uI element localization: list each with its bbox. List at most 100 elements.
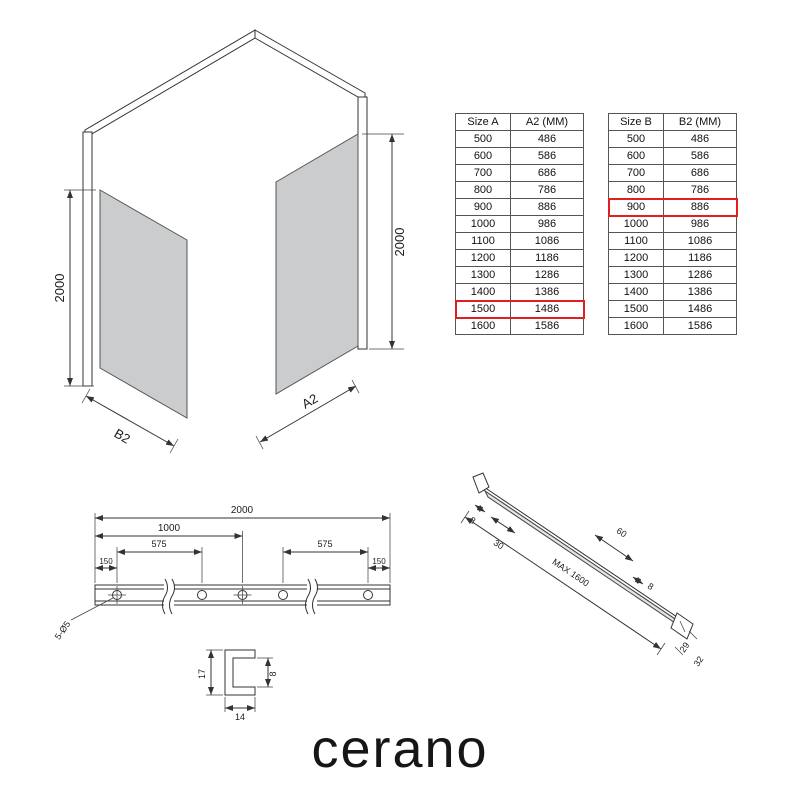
table-cell: 1500 bbox=[455, 300, 511, 318]
table-cell: 1286 bbox=[663, 266, 737, 284]
shower-dimensions: 2000 2000 B2 A2 bbox=[52, 133, 407, 454]
table-cell: 800 bbox=[608, 181, 664, 199]
table-cell: 1600 bbox=[455, 317, 511, 335]
table-cell: 800 bbox=[455, 181, 511, 199]
table-cell: 1486 bbox=[510, 300, 584, 318]
profile-rail bbox=[94, 578, 391, 615]
table-cell: 1586 bbox=[510, 317, 584, 335]
table-cell: 900 bbox=[455, 198, 511, 216]
mount-hole bbox=[197, 590, 207, 600]
table-cell: 1200 bbox=[608, 249, 664, 267]
wall-profile-drawing: 2000 1000 575 575 150 150 5-Ø5 17 8 bbox=[53, 505, 391, 722]
table-cell: 1100 bbox=[608, 232, 664, 250]
table-cell: 1600 bbox=[608, 317, 664, 335]
glass-panel-right bbox=[275, 133, 359, 395]
table-cell: 986 bbox=[510, 215, 584, 233]
dim-half-label: 1000 bbox=[158, 523, 181, 534]
table-cell: 1486 bbox=[663, 300, 737, 318]
table-cell: 1386 bbox=[510, 283, 584, 301]
table-header-cell: A2 (MM) bbox=[510, 113, 584, 131]
table-cell: 886 bbox=[663, 198, 737, 216]
table-cell: 686 bbox=[510, 164, 584, 182]
bar-end-dim-a-label: 29 bbox=[678, 640, 692, 654]
table-cell: 1000 bbox=[455, 215, 511, 233]
glass-panels bbox=[99, 133, 359, 419]
table-cell: 700 bbox=[455, 164, 511, 182]
table-header-cell: Size B bbox=[608, 113, 664, 131]
stabilizer-bar bbox=[472, 472, 694, 640]
table-cell: 700 bbox=[608, 164, 664, 182]
glass-clamp-end bbox=[472, 472, 490, 494]
table-cell: 600 bbox=[608, 147, 664, 165]
table-cell: 900 bbox=[608, 198, 664, 216]
shower-isometric-drawing: 2000 2000 B2 A2 bbox=[52, 29, 407, 454]
mount-hole bbox=[278, 590, 288, 600]
table-cell: 886 bbox=[510, 198, 584, 216]
table-cell: 600 bbox=[455, 147, 511, 165]
shower-frame bbox=[82, 29, 368, 387]
bar-end-dim-b-label: 32 bbox=[692, 654, 706, 668]
profile-dimensions: 2000 1000 575 575 150 150 5-Ø5 bbox=[53, 505, 391, 641]
dim-total-label: 2000 bbox=[231, 505, 254, 516]
table-cell: 486 bbox=[663, 130, 737, 148]
table-cell: 1086 bbox=[510, 232, 584, 250]
table-cell: 786 bbox=[510, 181, 584, 199]
table-cell: 1000 bbox=[608, 215, 664, 233]
brand-logo: cerano bbox=[311, 719, 489, 779]
dim-height-right-label: 2000 bbox=[392, 228, 407, 257]
table-cell: 1186 bbox=[510, 249, 584, 267]
glass-panel-left bbox=[99, 189, 188, 419]
table-cell: 500 bbox=[608, 130, 664, 148]
table-cell: 1300 bbox=[455, 266, 511, 284]
bar-dim-d-label: 8 bbox=[646, 581, 656, 592]
holes-callout-label: 5-Ø5 bbox=[53, 619, 73, 641]
table-cell: 1186 bbox=[663, 249, 737, 267]
dim-height-left-label: 2000 bbox=[52, 274, 67, 303]
dim-end-left-label: 150 bbox=[99, 557, 113, 566]
bar-dimensions: 8 30 60 8 MAX 1600 29 32 bbox=[460, 504, 706, 668]
table-cell: 686 bbox=[663, 164, 737, 182]
table-cell: 1100 bbox=[455, 232, 511, 250]
dim-width-right-label: A2 bbox=[299, 391, 320, 412]
table-cell: 1586 bbox=[663, 317, 737, 335]
mount-hole bbox=[363, 590, 373, 600]
table-cell: 1286 bbox=[510, 266, 584, 284]
table-header-cell: Size A bbox=[455, 113, 511, 131]
stabilizer-bar-drawing: 8 30 60 8 MAX 1600 29 32 bbox=[460, 472, 706, 668]
section-height-label: 17 bbox=[197, 669, 207, 679]
table-cell: 1300 bbox=[608, 266, 664, 284]
table-cell: 986 bbox=[663, 215, 737, 233]
dim-width-left-label: B2 bbox=[112, 426, 133, 447]
dim-span-right-label: 575 bbox=[317, 539, 332, 549]
table-cell: 1400 bbox=[608, 283, 664, 301]
dim-end-right-label: 150 bbox=[372, 557, 386, 566]
table-cell: 1400 bbox=[455, 283, 511, 301]
section-inner-label: 8 bbox=[268, 671, 278, 676]
table-cell: 1086 bbox=[663, 232, 737, 250]
table-cell: 1386 bbox=[663, 283, 737, 301]
table-cell: 786 bbox=[663, 181, 737, 199]
table-cell: 586 bbox=[510, 147, 584, 165]
bar-dim-c-label: 60 bbox=[615, 526, 629, 540]
